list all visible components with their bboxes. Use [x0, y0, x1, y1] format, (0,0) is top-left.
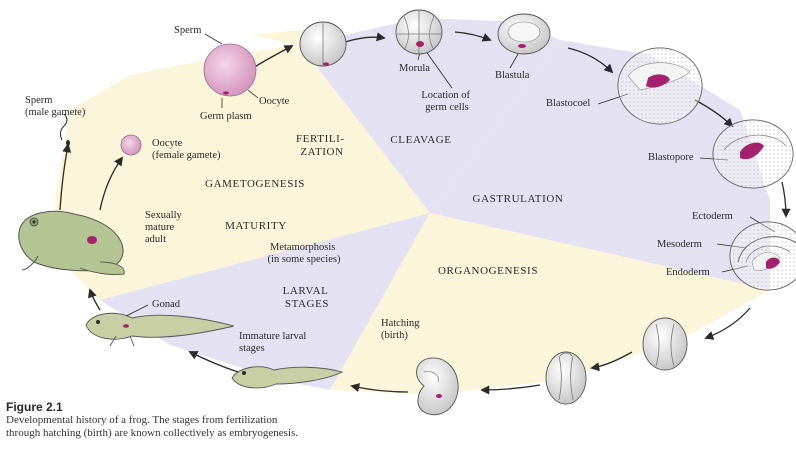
stage-gastrulation: GASTRULATION [473, 193, 564, 205]
label-blastopore: Blastopore [648, 152, 694, 163]
embryo-2cell [300, 22, 346, 66]
figure-caption-line-2: through hatching (birth) are known colle… [6, 427, 786, 440]
label-morula: Morula [399, 63, 430, 74]
figure-caption: Figure 2.1 Developmental history of a fr… [6, 400, 786, 440]
figure-title: Figure 2.1 [6, 400, 786, 414]
label-blastula: Blastula [495, 70, 530, 81]
embryo-neural-tube [546, 352, 586, 404]
sperm-head [66, 140, 70, 146]
label-sperm-male: Sperm (male gamete) [25, 95, 86, 118]
stage-organogenesis: ORGANOGENESIS [438, 265, 538, 277]
label-blastocoel: Blastocoel [546, 98, 590, 109]
label-mesoderm: Mesoderm [657, 239, 702, 250]
label-sperm: Sperm [174, 25, 201, 36]
label-endoderm: Endoderm [666, 267, 710, 278]
stage-gametogenesis: GAMETOGENESIS [205, 178, 305, 190]
embryo-blastula [498, 14, 550, 54]
label-ectoderm: Ectoderm [692, 211, 733, 222]
embryo-blastocoel [618, 48, 702, 124]
label-oocyte: Oocyte [259, 96, 290, 107]
oocyte-small [121, 135, 141, 155]
embryo-blastopore [713, 120, 793, 188]
stage-larval: LARVAL STAGES [283, 285, 332, 310]
pointer-sperm [205, 34, 222, 44]
embryo-neurula [643, 318, 687, 370]
label-germ-cells: Location of germ cells [421, 90, 472, 113]
arrow-5 [782, 182, 786, 216]
stage-fertilization: FERTILI- ZATION [296, 133, 348, 158]
oocyte-large [204, 44, 256, 96]
germ-plasm-mark [223, 91, 229, 94]
embryo-morula [396, 10, 442, 54]
figure-caption-line-1: Developmental history of a frog. The sta… [6, 414, 786, 427]
stage-maturity: MATURITY [225, 220, 287, 232]
stage-cleavage: CLEAVAGE [390, 134, 451, 146]
label-metamorphosis: Metamorphosis (in some species) [268, 242, 341, 265]
label-germ-plasm: Germ plasm [200, 111, 252, 122]
label-gonad: Gonad [152, 299, 181, 310]
